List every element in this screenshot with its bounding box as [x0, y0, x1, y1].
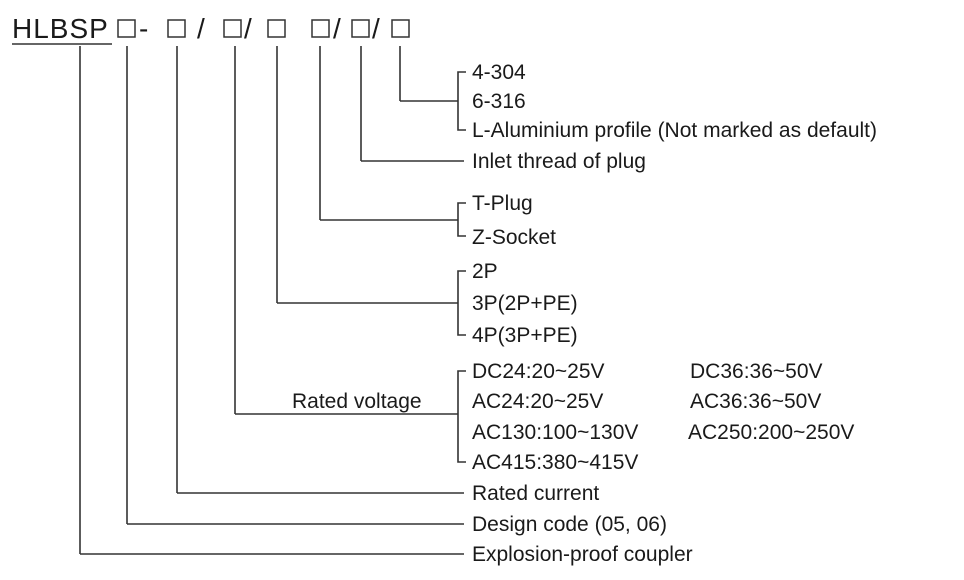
- voltage-option-ac36: AC36:36~50V: [690, 390, 821, 413]
- inlet-thread-label: Inlet thread of plug: [472, 150, 646, 173]
- voltage-option-ac250: AC250:200~250V: [688, 421, 854, 444]
- inlet-thread-placeholder-box: [351, 19, 370, 38]
- design-code-placeholder-box: [117, 19, 136, 38]
- material-bracket: [457, 71, 466, 131]
- plug-option: T-Plug: [472, 192, 533, 215]
- plug-socket-group: T-Plug Z-Socket: [319, 46, 556, 249]
- inlet-thread-group: Inlet thread of plug: [360, 46, 646, 173]
- voltage-option-dc36: DC36:36~50V: [690, 360, 823, 383]
- separator-2: /: [197, 13, 206, 44]
- voltage-option-ac24: AC24:20~25V: [472, 390, 603, 413]
- separator-4: /: [333, 13, 342, 44]
- poles-placeholder-box: [267, 19, 286, 38]
- voltage-placeholder-box: [223, 19, 242, 38]
- design-code-label: Design code (05, 06): [472, 513, 667, 536]
- material-group: 4-304 6-316 L-Aluminium profile (Not mar…: [399, 46, 877, 142]
- plug-socket-bracket: [457, 202, 466, 237]
- rated-current-group: Rated current: [176, 46, 599, 505]
- plug-socket-placeholder-box: [311, 19, 330, 38]
- model-code-header: HLBSP - / / / /: [12, 13, 410, 45]
- poles-bracket: [457, 270, 466, 336]
- poles-option-3p: 3P(2P+PE): [472, 292, 578, 315]
- poles-option-4p: 4P(3P+PE): [472, 324, 578, 347]
- material-option-aluminium: L-Aluminium profile (Not marked as defau…: [472, 119, 877, 142]
- voltage-option-dc24: DC24:20~25V: [472, 360, 605, 383]
- model-prefix: HLBSP: [12, 13, 109, 44]
- design-code-group: Design code (05, 06): [126, 46, 667, 536]
- poles-option-2p: 2P: [472, 260, 498, 283]
- material-option-316: 6-316: [472, 90, 526, 113]
- product-group: Explosion-proof coupler: [79, 46, 693, 566]
- separator-5: /: [372, 13, 381, 44]
- rated-current-placeholder-box: [167, 19, 186, 38]
- voltage-option-ac415: AC415:380~415V: [472, 451, 638, 474]
- material-option-304: 4-304: [472, 61, 526, 84]
- separator-3: /: [244, 13, 253, 44]
- voltage-group: Rated voltage DC24:20~25V AC24:20~25V AC…: [234, 46, 854, 474]
- material-placeholder-box: [391, 19, 410, 38]
- voltage-option-ac130: AC130:100~130V: [472, 421, 638, 444]
- rated-current-label: Rated current: [472, 482, 599, 505]
- voltage-bracket: [457, 370, 466, 463]
- rated-voltage-label: Rated voltage: [292, 390, 422, 413]
- poles-group: 2P 3P(2P+PE) 4P(3P+PE): [276, 46, 578, 347]
- separator-1: -: [139, 13, 149, 44]
- socket-option: Z-Socket: [472, 226, 556, 249]
- product-label: Explosion-proof coupler: [472, 543, 693, 566]
